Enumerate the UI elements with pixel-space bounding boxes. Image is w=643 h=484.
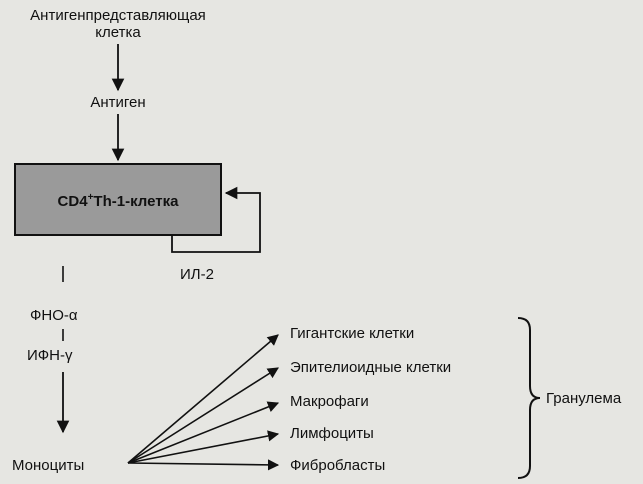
arrow-to-giant-cells [127, 334, 279, 464]
apc-label-line1: Антигенпредставляющая [30, 7, 206, 24]
giant-cells-label: Гигантские клетки [290, 325, 414, 342]
arrow-to-epithelioid-cells [127, 367, 279, 464]
apc-label-line2: клетка [95, 24, 141, 41]
antigen-label: Антиген [90, 94, 145, 111]
th1-cell-label: CD4+Th-1-клетка [58, 192, 180, 210]
ifn-label: ИФН-γ [27, 347, 73, 364]
fibroblasts-label: Фибробласты [290, 457, 385, 474]
th1-cell-box [14, 163, 222, 236]
il2-label: ИЛ-2 [180, 266, 214, 283]
granuloma-label: Гранулема [546, 390, 622, 407]
macrophages-label: Макрофаги [290, 393, 369, 410]
arrow-to-fibroblasts [127, 459, 280, 471]
granuloma-brace [517, 317, 541, 479]
epithelioid-cells-label: Эпителиоидные клетки [290, 359, 451, 376]
arrow-to-lymphocytes [127, 430, 280, 464]
arrow-to-macrophages [127, 401, 280, 464]
tnf-label: ФНО-α [30, 307, 78, 324]
monocytes-label: Моноциты [12, 457, 84, 474]
arrow-il2-feedback [171, 186, 261, 253]
lymphocytes-label: Лимфоциты [290, 425, 374, 442]
